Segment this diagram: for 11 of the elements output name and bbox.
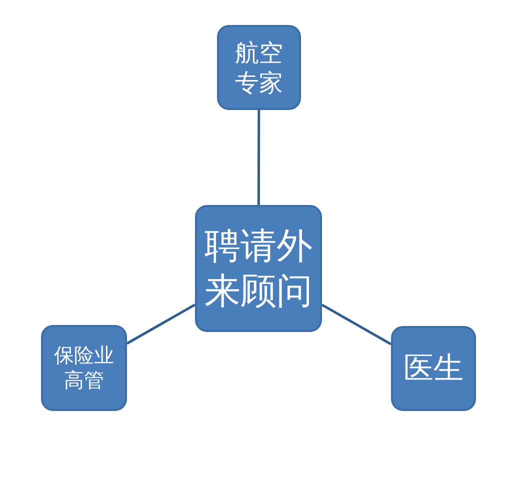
connector-line (126, 304, 196, 345)
node-label: 航空专家 (234, 38, 284, 98)
rounded-box (217, 25, 301, 110)
connector-line (321, 304, 392, 346)
node-label: 医生 (402, 350, 464, 388)
rounded-box (41, 325, 127, 411)
node-label: 聘请外来顾问 (204, 224, 314, 314)
node-label: 保险业高管 (53, 343, 115, 393)
connector-line (257, 110, 260, 205)
rounded-box (391, 326, 476, 411)
rounded-box (195, 205, 322, 332)
